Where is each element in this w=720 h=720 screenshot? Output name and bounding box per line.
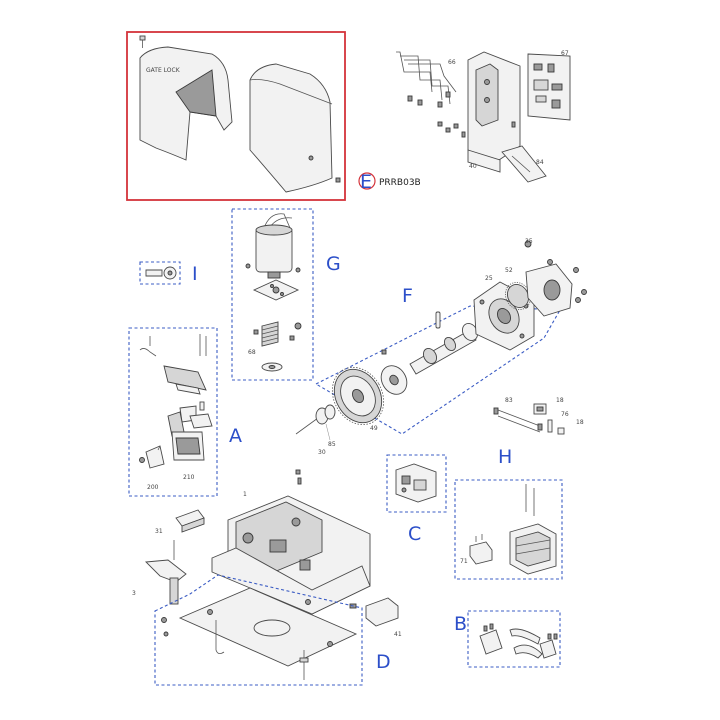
group-g-frame (231, 208, 314, 381)
group-c-board[interactable]: C (386, 454, 447, 545)
gearbox-base: 1 (211, 469, 371, 615)
output-shaft (409, 323, 478, 375)
part-number-66: 66 (448, 59, 456, 66)
cover-nut (335, 177, 341, 183)
part-number-83: 83 (505, 397, 513, 404)
part-number-68: 68 (248, 349, 256, 356)
cover-open: GATE LOCK (139, 46, 233, 161)
part-number-52: 52 (505, 267, 513, 274)
group-g-motor[interactable]: 68 G (231, 208, 341, 381)
group-e-marker (358, 172, 376, 190)
part-number-76: 76 (561, 411, 569, 418)
board-screws (437, 121, 516, 138)
main-gear (331, 366, 385, 426)
group-b-label: B (454, 613, 467, 635)
part-number-3: 3 (132, 590, 136, 597)
group-d-foundation-plate[interactable]: D (154, 574, 391, 686)
group-i-label: I (192, 263, 198, 285)
group-e-covers[interactable]: GATE LOCK E PRRB03B (126, 31, 421, 201)
pinion-cover (524, 240, 587, 317)
control-board: 67 (527, 50, 571, 121)
part-number-25: 25 (485, 275, 493, 282)
part-number-85: 85 (328, 441, 336, 448)
part-number-30: 30 (318, 449, 326, 456)
part-number-84: 84 (536, 159, 544, 166)
group-f-frame (314, 305, 561, 435)
group-c-label: C (408, 523, 421, 545)
group-e-label: E (360, 171, 372, 193)
worm-gear (253, 321, 302, 347)
group-c-frame (386, 454, 447, 513)
part-number-35: 35 (525, 238, 533, 245)
group-b-frame (467, 610, 561, 668)
group-d-label: D (376, 651, 391, 673)
part-number-18-a: 18 (556, 397, 564, 404)
group-a-frame (128, 327, 218, 497)
part-number-1: 1 (243, 491, 247, 498)
part-number-67: 67 (561, 50, 569, 57)
pinion (505, 282, 531, 310)
part-number-200: 200 (147, 484, 159, 491)
group-h-label: H (498, 446, 512, 468)
group-f-label: F (402, 285, 413, 307)
part-number-31: 31 (155, 528, 163, 535)
coupling (380, 365, 408, 395)
cover-highlight-frame (126, 31, 346, 201)
cover-closed (249, 63, 333, 193)
group-i-key[interactable]: I (139, 261, 198, 285)
terminal-block: 41 (365, 597, 402, 638)
wire-guide: 31 (155, 509, 205, 535)
group-a-label: A (229, 425, 242, 447)
group-i-frame (139, 261, 181, 285)
part-number-71: 71 (460, 558, 468, 565)
group-a-release-mechanism[interactable]: A 200 210 (128, 327, 242, 497)
group-b-cable-clamps[interactable]: B (454, 610, 561, 668)
group-f-gear-train[interactable]: F 30 85 49 (295, 238, 587, 456)
part-number-18-b: 18 (576, 419, 584, 426)
transformer (509, 523, 557, 575)
release-handle: 3 (132, 540, 187, 605)
part-number-49: 49 (370, 425, 378, 432)
part-number-40: 40 (469, 163, 477, 170)
limit-switch-parts: 83 18 76 18 (493, 397, 584, 435)
group-g-label: G (326, 253, 341, 275)
group-d-frame (154, 574, 363, 686)
mounting-bracket: 40 (467, 51, 521, 173)
group-h-transformer[interactable]: H 71 (454, 446, 563, 580)
part-number-210: 210 (183, 474, 195, 481)
release-lever: 84 (501, 145, 547, 183)
control-board-assembly: 66 40 67 84 (396, 50, 571, 183)
group-h-frame (454, 479, 563, 580)
svg-text:GATE LOCK: GATE LOCK (146, 67, 181, 74)
cover-screw (139, 35, 146, 48)
cover-code: PRRB03B (379, 178, 421, 188)
rectifier (469, 534, 493, 565)
part-number-41: 41 (394, 631, 402, 638)
wiring-harness: 66 (396, 51, 457, 108)
